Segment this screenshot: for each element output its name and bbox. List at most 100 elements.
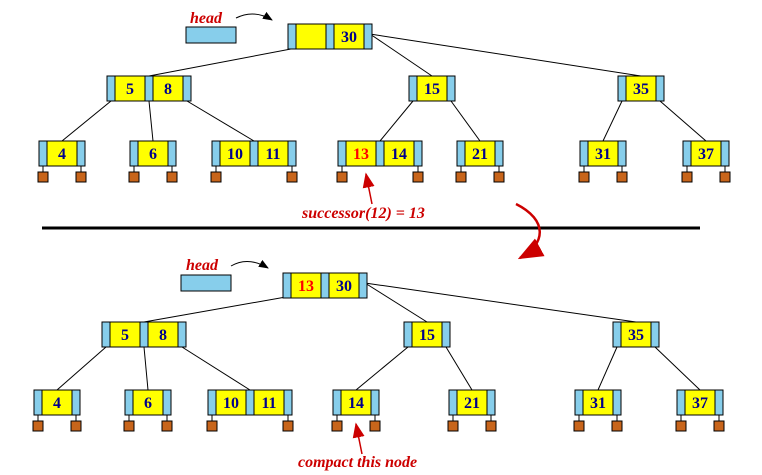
tree-edge	[659, 100, 707, 142]
child-pointer-cell	[448, 389, 458, 416]
child-pointer-cell	[413, 140, 423, 167]
data-pointer-square	[75, 171, 87, 183]
child-pointer-cell	[375, 140, 385, 167]
child-pointer-cell	[106, 75, 116, 102]
key-cell	[333, 23, 365, 50]
key-cell	[219, 140, 251, 167]
child-pointer-cell	[129, 140, 139, 167]
data-pointer-square	[681, 171, 693, 183]
key-cell	[328, 272, 360, 299]
child-pointer-cell	[682, 140, 692, 167]
data-pointer-square	[161, 420, 173, 432]
tree-edge	[56, 346, 107, 391]
tree-edge	[445, 346, 473, 391]
tree-edge	[369, 33, 642, 77]
key-value: 5	[121, 327, 129, 344]
top-head-pointer	[185, 26, 237, 44]
child-pointer-cell	[245, 389, 255, 416]
data-pointer-square	[573, 420, 585, 432]
compact-arrow	[352, 422, 365, 455]
data-pointer-square	[455, 171, 467, 183]
child-pointer-cell	[676, 389, 686, 416]
bottom-tree-edges	[37, 282, 720, 421]
key-cell	[114, 75, 146, 102]
child-pointer-cell	[38, 140, 48, 167]
child-pointer-cell	[408, 75, 418, 102]
successor-arrow	[362, 172, 375, 205]
key-value: 37	[698, 146, 714, 163]
key-cell	[295, 23, 327, 50]
child-pointer-cell	[456, 140, 466, 167]
key-cell	[684, 389, 716, 416]
child-pointer-cell	[162, 389, 172, 416]
compact-annotation: compact this node	[298, 454, 417, 471]
child-pointer-cell	[287, 140, 297, 167]
tree-edge	[61, 100, 112, 142]
data-pointer-square	[282, 420, 294, 432]
bottom-head-label: head	[186, 257, 219, 274]
child-pointer-cell	[446, 75, 456, 102]
child-pointer-cell	[207, 389, 217, 416]
data-pointer-square	[206, 420, 218, 432]
data-pointer-square	[336, 171, 348, 183]
child-pointer-cell	[282, 272, 292, 299]
key-value: 21	[472, 146, 488, 163]
key-cell	[416, 75, 448, 102]
data-pointer-square	[485, 420, 497, 432]
child-pointer-cell	[33, 389, 43, 416]
leaf-node: 31	[579, 140, 627, 167]
key-value: 4	[53, 395, 61, 412]
data-pointer-square	[578, 171, 590, 183]
child-pointer-cell	[574, 389, 584, 416]
data-pointer-square	[616, 171, 628, 183]
leaf-node: 6	[129, 140, 177, 167]
bottom-head-pointer	[180, 274, 232, 292]
data-pointer-square	[713, 420, 725, 432]
child-pointer-cell	[363, 23, 373, 50]
key-value: 4	[58, 146, 66, 163]
leaf-node: 4	[38, 140, 86, 167]
child-pointer-cell	[655, 75, 665, 102]
key-cell	[411, 321, 443, 348]
child-pointer-cell	[617, 140, 627, 167]
leaf-node: 31	[574, 389, 622, 416]
key-value: 14	[391, 146, 407, 163]
child-pointer-cell	[76, 140, 86, 167]
child-pointer-cell	[283, 389, 293, 416]
key-value: 6	[149, 146, 157, 163]
child-pointer-cell	[337, 140, 347, 167]
child-pointer-cell	[211, 140, 221, 167]
tree-edge	[148, 100, 154, 142]
tree-edge	[450, 100, 481, 142]
key-value: 5	[126, 81, 134, 98]
key-cell	[253, 389, 285, 416]
child-pointer-cell	[177, 321, 187, 348]
key-cell	[109, 321, 141, 348]
key-cell	[46, 140, 78, 167]
tree-edge	[364, 282, 637, 323]
key-cell	[257, 140, 289, 167]
child-pointer-cell	[486, 389, 496, 416]
child-pointer-cell	[144, 75, 154, 102]
tree-edge	[602, 100, 623, 142]
child-pointer-cell	[287, 23, 297, 50]
internal-node: 15	[403, 321, 451, 348]
tree-edge	[143, 346, 149, 391]
data-pointer-square	[128, 171, 140, 183]
child-pointer-cell	[650, 321, 660, 348]
data-pointer-square	[675, 420, 687, 432]
key-cell	[464, 140, 496, 167]
child-pointer-cell	[494, 140, 504, 167]
data-pointer-square	[719, 171, 731, 183]
child-pointer-cell	[612, 321, 622, 348]
key-value: 31	[595, 146, 611, 163]
tree-edge	[369, 33, 433, 77]
data-pointer-square	[611, 420, 623, 432]
